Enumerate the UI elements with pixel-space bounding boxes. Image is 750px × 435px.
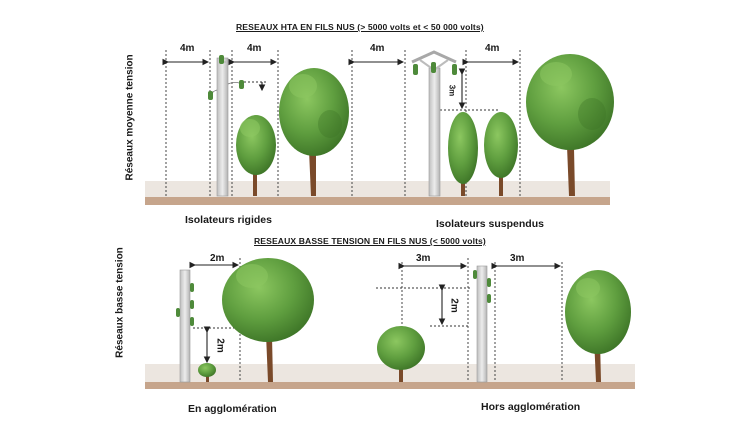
- dimension-label-top-vertical: 3m: [447, 84, 457, 97]
- insulator-icon: [413, 64, 418, 75]
- dimension-label-bottom-b: 3m: [416, 253, 431, 264]
- dimension-label-top-c: 4m: [370, 43, 385, 54]
- insulator-icon: [190, 317, 194, 326]
- bottom-dimension-arrows: [189, 261, 562, 364]
- tree-rural: [565, 270, 631, 382]
- caption-isolateurs-suspendus: Isolateurs suspendus: [436, 218, 544, 230]
- insulator-icon: [190, 283, 194, 292]
- top-panel: [145, 50, 614, 205]
- side-label-bottom: Réseaux basse tension: [114, 247, 126, 358]
- tree-small-top-left: [236, 115, 276, 196]
- dimension-label-bottom-vertical-b: 2m: [448, 298, 460, 313]
- tree-narrow-1: [448, 112, 478, 196]
- tree-narrow-2: [484, 112, 518, 196]
- tree-large-top-right: [526, 54, 614, 196]
- insulator-icon: [452, 64, 457, 75]
- insulator-icon: [176, 308, 180, 317]
- ground-line-top: [145, 197, 610, 205]
- insulator-icon: [190, 300, 194, 309]
- insulator-icon: [473, 270, 477, 279]
- pole-rural: [473, 265, 491, 383]
- insulator-icon: [487, 278, 491, 287]
- title-hta: RESEAUX HTA EN FILS NUS (> 5000 volts et…: [236, 22, 484, 32]
- caption-en-agglomeration: En agglomération: [188, 403, 277, 415]
- title-basse-tension: RESEAUX BASSE TENSION EN FILS NUS (< 500…: [254, 236, 486, 246]
- pole-rigid-insulators: [208, 55, 245, 197]
- dimension-label-bottom-a: 2m: [210, 253, 225, 264]
- insulator-icon: [239, 80, 244, 89]
- top-dimension-arrows: [162, 58, 520, 110]
- caption-hors-agglomeration: Hors agglomération: [481, 401, 581, 413]
- tree-large-top-left: [279, 68, 349, 196]
- ground-band-top: [145, 181, 610, 198]
- dimension-label-top-a: 4m: [180, 43, 195, 54]
- insulator-icon: [431, 62, 436, 73]
- tree-large-urban: [222, 258, 314, 382]
- bottom-panel: [145, 258, 635, 389]
- top-guides: [165, 50, 521, 196]
- shrub-small: [198, 363, 216, 382]
- pole-urban: [176, 269, 194, 383]
- ground-line-bottom: [145, 382, 635, 389]
- caption-isolateurs-rigides: Isolateurs rigides: [185, 214, 272, 226]
- pole-suspended-insulators: [411, 50, 457, 197]
- dimension-label-top-b: 4m: [247, 43, 262, 54]
- dimension-label-bottom-c: 3m: [510, 253, 525, 264]
- insulator-icon: [487, 294, 491, 303]
- tree-round-rural: [377, 326, 425, 382]
- insulator-icon: [219, 55, 224, 64]
- insulator-icon: [208, 91, 213, 100]
- dimension-label-top-d: 4m: [485, 43, 500, 54]
- dimension-label-bottom-vertical-a: 2m: [214, 338, 226, 353]
- side-label-top: Réseaux moyenne tension: [124, 54, 136, 181]
